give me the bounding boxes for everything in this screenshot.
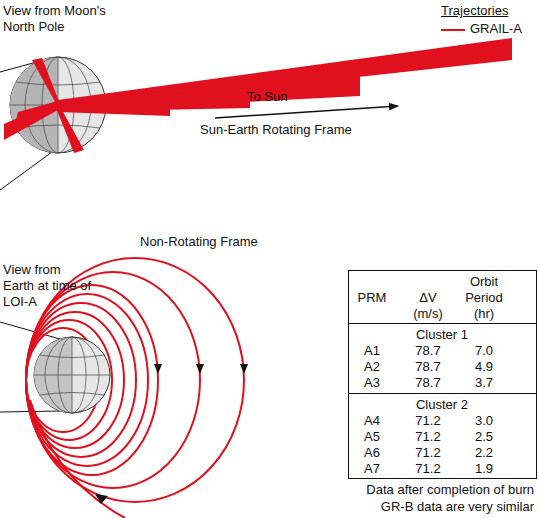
orbit-arrows bbox=[95, 364, 248, 504]
view-label: View from Earth at time of LOI-A bbox=[3, 262, 93, 310]
legend-title: Trajectories bbox=[441, 3, 508, 19]
table-cell: A3 bbox=[364, 375, 380, 391]
frame-label: Sun-Earth Rotating Frame bbox=[200, 122, 352, 138]
table-header: Period bbox=[465, 290, 503, 306]
sun-arrow bbox=[215, 106, 398, 118]
table-cell: 71.2 bbox=[415, 445, 440, 461]
frame-label: Non-Rotating Frame bbox=[140, 234, 258, 250]
table-cell: 78.7 bbox=[415, 343, 440, 359]
table-cell: A4 bbox=[364, 413, 380, 429]
table-cell: 71.2 bbox=[415, 461, 440, 477]
table-cell: 71.2 bbox=[415, 429, 440, 445]
table-note: GR-B data are very similar bbox=[381, 499, 534, 515]
table-header: (m/s) bbox=[413, 306, 443, 322]
trajectory-fan bbox=[4, 38, 512, 153]
table-frame bbox=[348, 271, 537, 479]
legend-text: GRAIL-A bbox=[470, 21, 522, 37]
table-cell: 78.7 bbox=[415, 359, 440, 375]
table-cell: 7.0 bbox=[475, 343, 493, 359]
table-cell: 2.2 bbox=[475, 445, 493, 461]
table-cell: 2.5 bbox=[475, 429, 493, 445]
table-header: PRM bbox=[358, 290, 387, 306]
table-cell: 3.7 bbox=[475, 375, 493, 391]
table-cell: A7 bbox=[364, 461, 380, 477]
view-label: View from Moon's North Pole bbox=[3, 3, 115, 35]
table-header: Orbit bbox=[470, 274, 498, 290]
table-group: Cluster 1 bbox=[416, 327, 468, 343]
table-header: ΔV bbox=[419, 290, 436, 306]
table-note: Data after completion of burn bbox=[366, 482, 534, 498]
orbit-ellipses bbox=[26, 258, 244, 518]
table-cell: 78.7 bbox=[415, 375, 440, 391]
table-cell: A1 bbox=[364, 343, 380, 359]
table-cell: 1.9 bbox=[475, 461, 493, 477]
table-cell: 71.2 bbox=[415, 413, 440, 429]
table-cell: A2 bbox=[364, 359, 380, 375]
sun-label: To Sun bbox=[247, 89, 287, 105]
table-cell: A6 bbox=[364, 445, 380, 461]
sight-line bbox=[0, 152, 52, 190]
table-cell: 3.0 bbox=[475, 413, 493, 429]
table-cell: 4.9 bbox=[475, 359, 493, 375]
legend-sample bbox=[441, 29, 465, 31]
table-group: Cluster 2 bbox=[416, 397, 468, 413]
table-header: (hr) bbox=[474, 306, 494, 322]
moon-bottom bbox=[34, 337, 110, 413]
table-cell: A5 bbox=[364, 429, 380, 445]
